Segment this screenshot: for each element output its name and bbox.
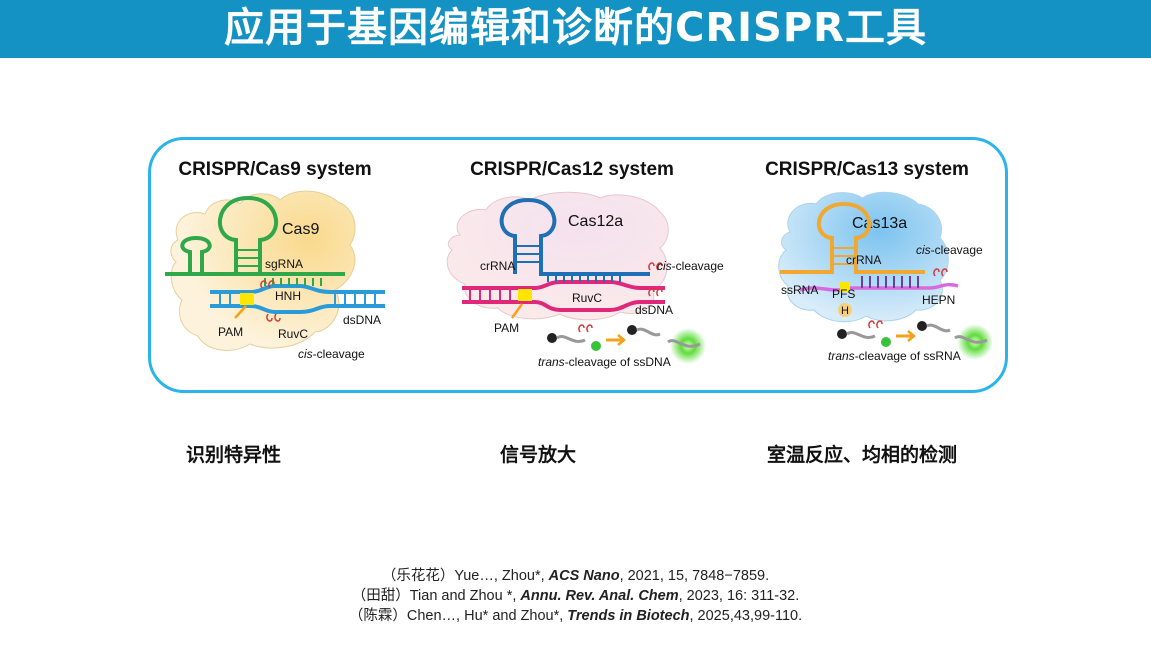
cas13-pfs-marker xyxy=(840,282,850,292)
cas12-ruvc-label: RuvC xyxy=(572,291,602,305)
cas12-scissors-icon-2 xyxy=(648,288,663,297)
reference-details: , 2021, 15, 7848−7859. xyxy=(619,568,770,584)
cas9-scissors-icon-2 xyxy=(266,313,281,322)
caption-signal-amplification: 信号放大 xyxy=(500,444,577,466)
reference-authors: （陈霖）Chen…, Hu* and Zhou*, xyxy=(348,608,568,624)
cas12-pam-arrow xyxy=(510,303,524,319)
cas9-scissors-icon xyxy=(260,280,275,289)
cas9-pam-label: PAM xyxy=(218,325,243,339)
cas12-crrna xyxy=(499,197,650,276)
cas9-diagram: CRISPR/Cas9 system Cas9 sgRNA HNH PAM Ru… xyxy=(165,159,385,361)
page-title: 应用于基因编辑和诊断的CRISPR工具 xyxy=(224,5,927,51)
cas9-protein-label: Cas9 xyxy=(282,221,319,238)
reference-item: （乐花花）Yue…, Zhou*, ACS Nano, 2021, 15, 78… xyxy=(0,566,1151,586)
cas9-protein-shape xyxy=(170,190,356,351)
cas12-crrna-label: crRNA xyxy=(480,259,515,273)
cas9-cis-cleavage-label: cis-cleavage xyxy=(298,347,365,361)
reference-journal: Annu. Rev. Anal. Chem xyxy=(520,588,679,604)
cas9-dsdna xyxy=(210,278,385,314)
cas12-trans-cleavage-label: trans-cleavage of ssDNA xyxy=(538,355,671,369)
caption-specificity: 识别特异性 xyxy=(186,444,282,466)
cas13-protein-label: Cas13a xyxy=(852,215,907,232)
cas13-trans-reporters xyxy=(837,320,993,360)
cas13-h-label: H xyxy=(841,305,849,317)
cas13-hepn-label: HEPN xyxy=(922,293,955,307)
cas9-pam-marker xyxy=(240,293,254,305)
reference-authors: （田甜）Tian and Zhou *, xyxy=(351,588,521,604)
cas12-heading: CRISPR/Cas12 system xyxy=(470,159,674,180)
reference-item: （田甜）Tian and Zhou *, Annu. Rev. Anal. Ch… xyxy=(0,586,1151,606)
cas9-hnh-label: HNH xyxy=(275,289,301,303)
reference-details: , 2023, 16: 311-32. xyxy=(678,588,800,604)
cas12-pam-marker xyxy=(518,289,532,301)
cas12-pam-label: PAM xyxy=(494,321,519,335)
cas9-sgrna xyxy=(165,195,345,276)
cas12-diagram: CRISPR/Cas12 system Cas12a crRNA cis-cle… xyxy=(446,159,724,369)
reference-item: （陈霖）Chen…, Hu* and Zhou*, Trends in Biot… xyxy=(0,606,1151,626)
reference-details: , 2025,43,99-110. xyxy=(689,608,803,624)
cas9-pam-arrow xyxy=(234,305,247,319)
references: （乐花花）Yue…, Zhou*, ACS Nano, 2021, 15, 78… xyxy=(0,566,1151,626)
cas13-heading: CRISPR/Cas13 system xyxy=(765,159,969,180)
header-bar xyxy=(0,0,1151,58)
caption-room-temperature: 室温反应、均相的检测 xyxy=(767,444,958,466)
cas13-cis-cleavage-label: cis-cleavage xyxy=(916,243,983,257)
cas12-protein-label: Cas12a xyxy=(568,213,623,230)
reference-journal: Trends in Biotech xyxy=(567,608,690,624)
cas13-pfs-label: PFS xyxy=(832,287,855,301)
reference-authors: （乐花花）Yue…, Zhou*, xyxy=(381,568,549,584)
cas9-sgrna-label: sgRNA xyxy=(265,257,303,271)
cas12-trans-reporters xyxy=(547,324,706,364)
cas12-dsdna-label: dsDNA xyxy=(635,303,673,317)
cas13-h-marker xyxy=(838,303,852,317)
cas12-scissors-icon xyxy=(648,262,663,271)
cas9-dsdna-label: dsDNA xyxy=(343,313,381,327)
cas12-cis-cleavage-label: cis-cleavage xyxy=(657,259,724,273)
cas9-ruvc-label: RuvC xyxy=(278,327,308,341)
cas12-dsdna xyxy=(462,276,665,312)
cas13-ssrna-label: ssRNA xyxy=(781,283,818,297)
cas13-diagram: CRISPR/Cas13 system Cas13a cis-cleavage … xyxy=(765,159,993,363)
cas13-crrna xyxy=(780,201,925,274)
cas13-scissors-icon xyxy=(933,268,948,277)
reference-journal: ACS Nano xyxy=(548,568,620,584)
cas13-target-rna xyxy=(799,276,959,292)
cas13-crrna-label: crRNA xyxy=(846,253,881,267)
cas9-heading: CRISPR/Cas9 system xyxy=(178,159,371,180)
cas13-trans-cleavage-label: trans-cleavage of ssRNA xyxy=(828,349,961,363)
